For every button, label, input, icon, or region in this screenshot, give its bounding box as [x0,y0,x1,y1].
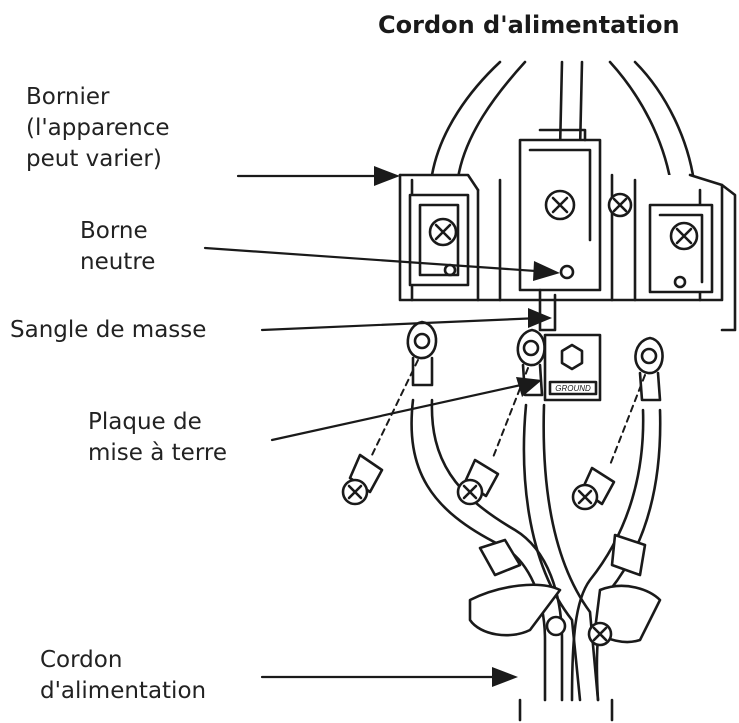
label-neutral-terminal: Borne neutre [80,218,156,275]
label-ground-plate: Plaque de mise à terre [88,409,227,466]
label-ground-strap: Sangle de masse [10,317,207,343]
label-terminal-block: Bornier (l'apparence peut varier) [26,84,170,172]
arrow-heads [374,166,560,687]
ring-terminals [406,320,664,402]
terminal-screws [428,189,699,289]
loose-screws [341,453,616,511]
strain-relief-clamp [468,533,662,647]
plate-marking: GROUND [555,384,591,393]
diagram-title: Cordon d'alimentation [378,11,680,39]
label-power-cord: Cordon d'alimentation [40,647,207,704]
ground-strap-and-plate [538,288,602,402]
callout-arrows [203,174,552,679]
lower-cord-wires [410,398,662,722]
